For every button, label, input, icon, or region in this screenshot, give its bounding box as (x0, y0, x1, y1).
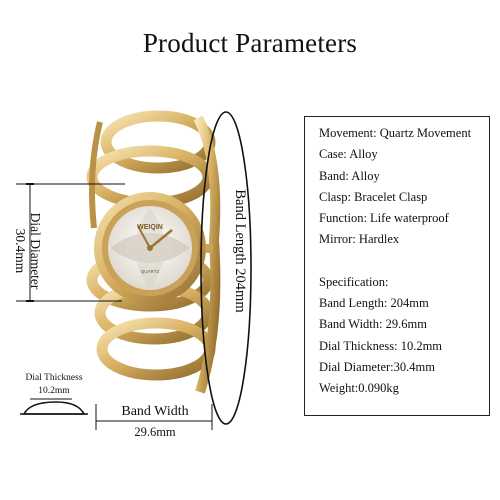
watch-dial-text: QUARTZ (141, 269, 160, 274)
dial-thickness-marker (20, 398, 88, 415)
spec-clasp: Clasp: Bracelet Clasp (319, 189, 428, 204)
watch-brand: WEIQIN (137, 224, 163, 231)
dial-diameter-title: Dial Diameter (28, 212, 43, 290)
watch-case (94, 192, 213, 304)
spec-weight: Weight:0.090kg (319, 381, 399, 396)
dial-thickness-title: Dial Thickness (25, 373, 83, 383)
spec-band-width: Band Width: 29.6mm (319, 317, 427, 332)
band-width-title: Band Width (121, 404, 189, 419)
dial-diameter-value: 30.4mm (13, 228, 28, 274)
band-width-marker (95, 404, 213, 430)
spec-dial-diameter: Dial Diameter:30.4mm (319, 359, 435, 374)
spec-panel: Movement: Quartz Movement Case: Alloy Ba… (304, 116, 490, 416)
spec-band-length: Band Length: 204mm (319, 296, 429, 311)
band-length-marker (200, 111, 252, 425)
dial-diameter-label: Dial Diameter 30.4mm (13, 196, 43, 306)
band-length-label: Band Length 204mm (232, 189, 248, 313)
spec-heading: Specification: (319, 274, 389, 289)
spec-band: Band: Alloy (319, 168, 380, 183)
page-title: Product Parameters (142, 28, 358, 58)
band-width-value: 29.6mm (134, 425, 176, 439)
dial-thickness-value: 10.2mm (38, 386, 70, 396)
spec-function: Function: Life waterproof (319, 211, 449, 226)
spec-dial-thickness: Dial Thickness: 10.2mm (319, 338, 443, 353)
spec-case: Case: Alloy (319, 147, 378, 162)
spec-movement: Movement: Quartz Movement (319, 126, 472, 140)
spec-spacer (319, 251, 489, 272)
spec-mirror: Mirror: Hardlex (319, 232, 400, 247)
dial-diameter-marker (16, 183, 125, 302)
